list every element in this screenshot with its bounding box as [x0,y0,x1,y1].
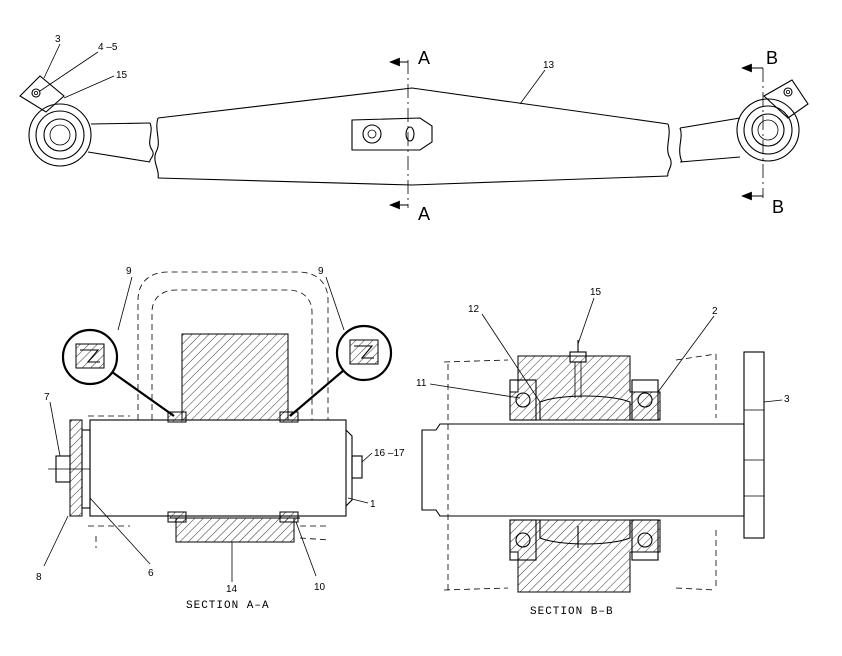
callout-1: 1 [370,499,376,510]
callout-4-5: 4 –5 [98,42,118,53]
callout-15-top: 15 [116,70,128,81]
section-b-view [421,340,765,593]
callout-9-left: 9 [126,266,132,277]
callout-14: 14 [226,584,238,595]
section-a-leaders [43,276,373,582]
top-leaders [39,43,546,105]
link-arm-view [19,57,809,210]
section-b-title: SECTION B–B [530,606,614,618]
section-mark-a-bottom: A [418,204,430,224]
section-mark-b-bottom: B [772,197,784,217]
callout-3-right: 3 [784,394,790,405]
callout-10: 10 [314,582,326,593]
section-b-leaders [429,297,783,403]
callout-6: 6 [148,568,154,579]
callout-15-bottom: 15 [590,287,602,298]
callout-13: 13 [543,60,555,71]
section-a-title: SECTION A–A [186,600,270,612]
callout-3-top: 3 [55,34,61,45]
callout-12: 12 [468,304,480,315]
callout-9-right: 9 [318,266,324,277]
section-mark-a-top: A [418,48,430,68]
callout-16-17: 16 –17 [374,448,405,459]
callout-11: 11 [416,378,427,389]
callout-8: 8 [36,572,42,583]
section-mark-b-top: B [766,48,778,68]
section-a-view [48,271,393,548]
callout-2: 2 [712,306,718,317]
callout-7: 7 [44,392,50,403]
